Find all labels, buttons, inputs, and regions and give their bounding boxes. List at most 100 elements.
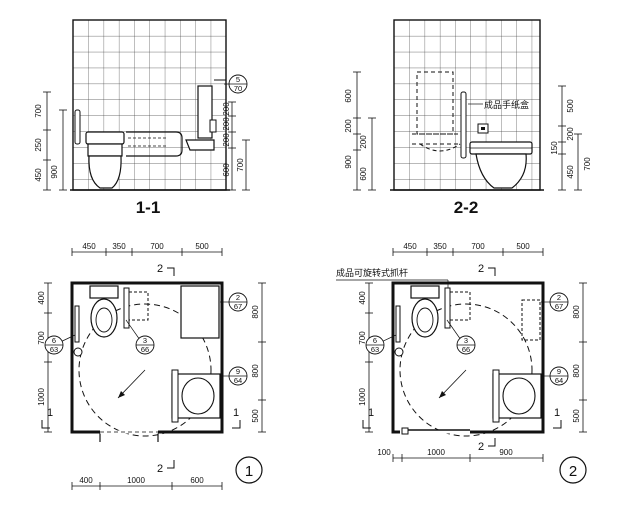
dim-right-800b: 800	[251, 364, 260, 378]
dim-left-400: 400	[358, 291, 367, 305]
dim-bot-100: 100	[377, 448, 391, 457]
toilet-plan	[89, 285, 119, 338]
dim-top-500: 500	[195, 242, 209, 251]
callout-2-67: 2 67	[541, 292, 569, 312]
detail-callout-5-70: 5 70	[224, 74, 248, 94]
dim-left-1000: 1000	[358, 388, 367, 406]
turning-circle	[78, 303, 212, 437]
callout-3-66: 3 66	[446, 319, 476, 355]
dim-700: 700	[34, 104, 43, 118]
rotating-grab-bar-outline	[412, 71, 468, 152]
horizontal-grab-bar	[126, 131, 183, 157]
dim-top-500: 500	[516, 242, 530, 251]
plan-2: 450 350 700 500 成品可旋转式抓杆	[336, 242, 587, 484]
dim-top-700: 700	[471, 242, 485, 251]
grab-bar-note: 成品可旋转式抓杆	[336, 267, 408, 279]
dim-left-700: 700	[358, 331, 367, 345]
svg-text:6: 6	[373, 336, 377, 345]
dim-r-700: 700	[236, 158, 245, 172]
dim-bot-400: 400	[79, 476, 93, 485]
sink-side-view	[185, 85, 217, 151]
section-1-left: 1	[368, 407, 374, 419]
section-1-right: 1	[554, 407, 560, 419]
callout-bottom: 70	[234, 84, 242, 93]
left-dimensions	[353, 71, 376, 191]
elevation-title: 2-2	[454, 198, 479, 217]
right-dimensions	[228, 101, 250, 191]
toilet-front-view	[469, 141, 533, 189]
dim-bot-600: 600	[190, 476, 204, 485]
dim-top-350: 350	[112, 242, 126, 251]
sink-plan	[171, 369, 221, 423]
dim-left-400: 400	[37, 291, 46, 305]
section-1-right: 1	[233, 407, 239, 419]
svg-text:2: 2	[557, 293, 561, 302]
callout-3-66: 3 66	[125, 319, 155, 355]
dim-right-800a: 800	[572, 305, 581, 319]
plan-1: 450 350 700 500	[37, 242, 266, 490]
svg-text:67: 67	[234, 302, 242, 311]
dim-r-200a: 200	[222, 102, 231, 116]
callout-6-63: 6 63	[44, 334, 76, 355]
callout-6-63: 6 63	[365, 334, 397, 355]
callout-top: 5	[236, 75, 240, 84]
dim-900: 900	[344, 155, 353, 169]
left-dimensions	[43, 91, 67, 191]
dim-200a: 200	[344, 119, 353, 133]
callout-2-67: 2 67	[220, 292, 248, 312]
dim-bot-900: 900	[499, 448, 513, 457]
callout-9-64: 9 64	[220, 366, 248, 386]
dim-900: 900	[50, 165, 59, 179]
dim-r-200: 200	[566, 127, 575, 141]
dim-250: 250	[34, 138, 43, 152]
plan-number: 2	[569, 463, 577, 480]
svg-text:66: 66	[141, 345, 149, 354]
callout-9-64: 9 64	[541, 366, 569, 386]
vertical-grab-bar	[460, 91, 467, 159]
dim-r-200c: 200	[222, 133, 231, 147]
dim-r-500: 500	[566, 99, 575, 113]
vertical-grab-bar	[74, 109, 81, 145]
svg-text:64: 64	[234, 376, 242, 385]
dim-right-500: 500	[572, 409, 581, 423]
dim-right-500: 500	[251, 409, 260, 423]
dim-r-450: 450	[566, 165, 575, 179]
svg-text:63: 63	[50, 345, 58, 354]
elevation-2-2: 成品手纸盒 600 200 200 900 600	[344, 19, 592, 217]
dim-top-350: 350	[433, 242, 447, 251]
cabinet-outline	[521, 299, 541, 341]
dim-bot-1000: 1000	[427, 448, 445, 457]
dim-top-450: 450	[82, 242, 96, 251]
svg-text:2: 2	[236, 293, 240, 302]
dim-r-700: 700	[583, 157, 592, 171]
section-2-top: 2	[478, 263, 484, 275]
svg-text:64: 64	[555, 376, 563, 385]
cabinet	[180, 285, 220, 339]
svg-text:9: 9	[236, 367, 240, 376]
svg-text:63: 63	[371, 345, 379, 354]
dim-right-800a: 800	[251, 305, 260, 319]
right-dimensions	[558, 85, 582, 191]
dim-r-200b: 200	[222, 117, 231, 131]
plan-number-circle	[235, 456, 263, 484]
dim-top-450: 450	[403, 242, 417, 251]
section-2-bottom: 2	[478, 441, 484, 453]
dim-r-150: 150	[550, 141, 559, 155]
dim-450: 450	[34, 168, 43, 182]
dim-left-700: 700	[37, 331, 46, 345]
section-1-left: 1	[47, 407, 53, 419]
svg-text:3: 3	[143, 336, 147, 345]
sink-plan	[492, 369, 542, 423]
elevation-title: 1-1	[136, 198, 161, 217]
dim-200b: 200	[359, 135, 368, 149]
dim-left-1000: 1000	[37, 388, 46, 406]
plan-number-circle	[559, 456, 587, 484]
svg-text:67: 67	[555, 302, 563, 311]
svg-text:6: 6	[52, 336, 56, 345]
section-2-top: 2	[157, 263, 163, 275]
paper-box-note: 成品手纸盒	[484, 99, 529, 111]
dim-600b: 600	[359, 167, 368, 181]
elevation-1-1: 5 70 700 250 450 900	[34, 19, 250, 217]
plan-number: 1	[245, 463, 253, 480]
turning-circle	[399, 303, 533, 437]
